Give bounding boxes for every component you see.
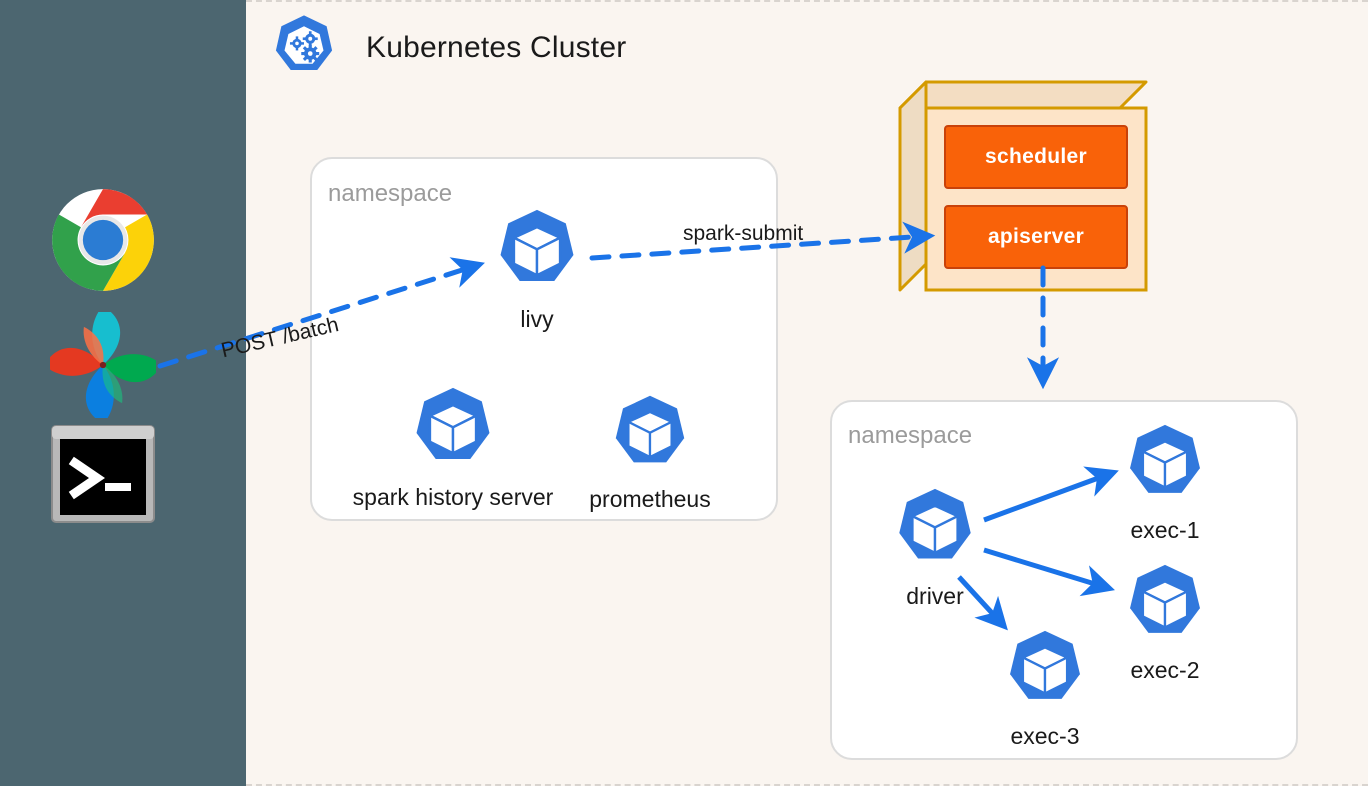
pod-label: prometheus bbox=[589, 486, 711, 512]
pod-spark-history-server[interactable]: spark history server bbox=[353, 386, 553, 510]
pod-icon bbox=[416, 387, 490, 459]
airflow-icon[interactable] bbox=[44, 306, 162, 424]
pod-label: livy bbox=[520, 306, 554, 332]
control-plane-box: scheduler apiserver bbox=[898, 80, 1148, 292]
terminal-icon[interactable] bbox=[51, 425, 155, 523]
pod-label: exec-1 bbox=[1130, 517, 1200, 543]
pod-icon bbox=[1130, 424, 1200, 493]
control-plane-apiserver[interactable]: apiserver bbox=[944, 205, 1128, 269]
chrome-icon[interactable] bbox=[50, 187, 156, 293]
pod-exec-1[interactable]: exec-1 bbox=[1119, 423, 1211, 543]
pod-icon bbox=[1130, 564, 1200, 633]
pod-livy[interactable]: livy bbox=[489, 208, 585, 332]
page-title: Kubernetes Cluster bbox=[366, 31, 627, 64]
pod-prometheus[interactable]: prometheus bbox=[589, 394, 711, 512]
pod-exec-2[interactable]: exec-2 bbox=[1119, 563, 1211, 683]
kubernetes-icon bbox=[265, 13, 343, 91]
pod-icon bbox=[500, 209, 574, 281]
pod-label: driver bbox=[906, 583, 964, 609]
pod-label: exec-3 bbox=[1010, 723, 1080, 749]
pod-exec-3[interactable]: exec-3 bbox=[999, 629, 1091, 749]
pod-icon bbox=[1010, 630, 1080, 699]
control-plane-scheduler[interactable]: scheduler bbox=[944, 125, 1128, 189]
namespace-label-right: namespace bbox=[848, 422, 973, 449]
app-dock bbox=[0, 0, 246, 786]
namespace-label-left: namespace bbox=[328, 180, 453, 207]
pod-label: spark history server bbox=[352, 484, 554, 510]
pod-icon bbox=[615, 395, 685, 463]
pod-driver[interactable]: driver bbox=[888, 487, 982, 609]
pod-icon bbox=[899, 488, 971, 559]
edge-label-spark-submit: spark-submit bbox=[683, 222, 804, 245]
pod-label: exec-2 bbox=[1130, 657, 1200, 683]
